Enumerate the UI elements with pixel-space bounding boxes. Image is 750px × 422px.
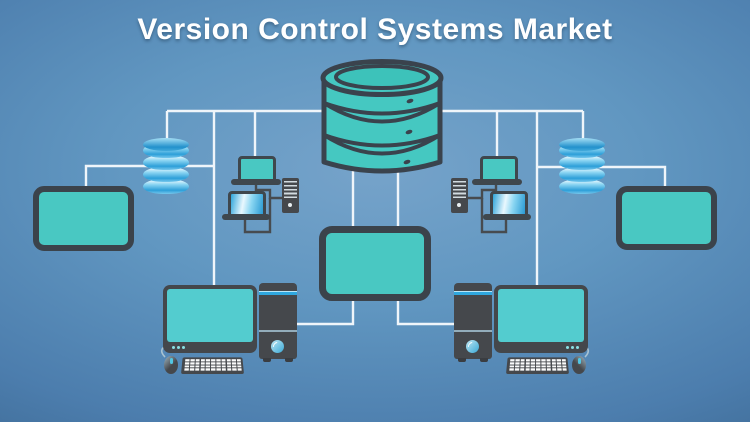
server-power-light [288,203,292,207]
database-top-opening [334,64,430,90]
gray-connector-lines [243,183,508,234]
right-top-monitor-connector [468,183,498,200]
tower-foot [285,358,293,362]
left-bottom-monitor-connector [243,198,272,234]
server-power-light [457,203,461,207]
left-desktop-tower-icon [259,283,297,362]
tower-divider [454,330,492,332]
database-band-lower [322,133,442,156]
tablet-right-tower-link [396,299,457,326]
right-top-monitor-base [472,179,522,185]
right-desktop-monitor-icon [494,285,588,353]
right-mini-server-icon [451,178,468,213]
right-mouse-icon [572,356,586,374]
right-tablet-icon [616,186,717,250]
db-disc [143,167,189,182]
right-bottom-monitor-connector [480,198,508,234]
tower-logo-swoosh [466,340,479,353]
tower-divider [259,330,297,332]
db-disc [559,155,605,170]
db-disc [143,155,189,170]
right-bottom-monitor-base [483,214,531,220]
tower-foot [458,358,466,362]
monitor-screen [498,289,584,342]
database-side-dots [403,98,414,165]
keyboard-keys [508,359,567,372]
database-band-upper [322,101,442,124]
right-desktop-tower-icon [454,283,492,362]
left-keyboard-icon [181,357,244,374]
db-disc [559,179,605,194]
monitor-buttons [566,346,569,349]
server-vents [284,181,297,198]
db-top-cap [143,138,189,151]
left-tablet-icon [33,186,134,251]
keyboard-keys [183,359,242,372]
tablet-left-tower-link [296,299,355,326]
tower-logo [466,340,479,353]
db-disc [143,179,189,194]
left-desktop-monitor-icon [163,285,257,353]
monitor-buttons [172,346,175,349]
left-mouse-icon [164,356,178,374]
mouse-wheel [577,358,581,364]
page-title: Version Control Systems Market [137,13,613,46]
tower-stripe [454,291,492,295]
mouse-wheel [169,358,173,364]
right-database-stack-icon [559,138,605,196]
server-vents [453,181,466,198]
db-top-cap [559,138,605,151]
tower-logo [271,340,284,353]
right-keyboard-icon [506,357,569,374]
left-bottom-monitor-base [222,214,270,220]
tower-foot [480,358,488,362]
tower-foot [263,358,271,362]
tower-stripe [259,291,297,295]
left-top-monitor-connector [254,183,283,200]
monitor-screen [167,289,253,342]
central-tablet-icon [319,226,431,301]
left-top-monitor-base [231,179,281,185]
left-mini-server-icon [282,178,299,213]
left-database-stack-icon [143,138,189,196]
tower-logo-swoosh [271,340,284,353]
db-disc [559,167,605,182]
